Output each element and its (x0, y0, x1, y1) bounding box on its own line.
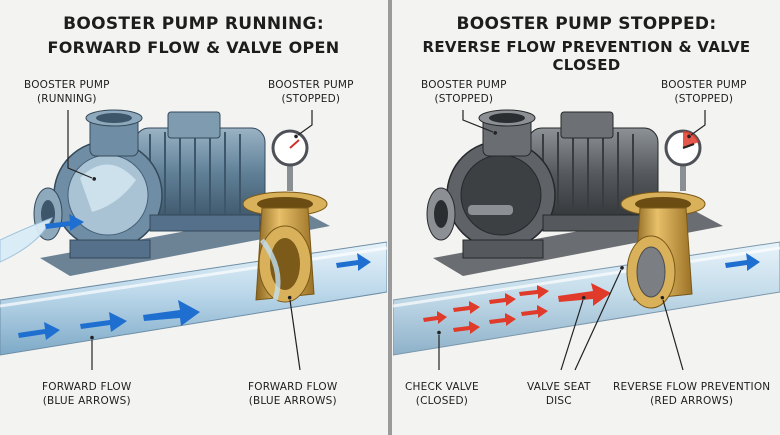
flow-arrow-icon (725, 253, 760, 271)
label-text: DISC (545, 395, 572, 407)
pressure-gauge-icon (664, 129, 702, 191)
label-text: BOOSTER PUMP (268, 79, 354, 91)
leader-lines (67, 110, 313, 371)
flow-arrow-icon (45, 214, 84, 231)
label-text: (RED ARROWS) (650, 395, 734, 407)
booster-pump-icon (33, 109, 266, 259)
check-valve-icon (620, 191, 706, 309)
label-text: BOOSTER PUMP (24, 79, 110, 91)
label-booster-pump-stopped: BOOSTER PUMP (STOPPED) (421, 78, 507, 106)
flow-arrow-icon (453, 301, 480, 314)
label-gauge-booster-pump-stopped: BOOSTER PUMP (STOPPED) (661, 78, 747, 106)
label-booster-pump-stopped: BOOSTER PUMP (STOPPED) (268, 78, 354, 106)
label-text: (CLOSED) (415, 395, 469, 407)
panel-divider (388, 0, 392, 435)
label-forward-flow-right: FORWARD FLOW (BLUE ARROWS) (248, 380, 337, 408)
label-text: (STOPPED) (281, 93, 341, 105)
label-forward-flow-left: FORWARD FLOW (BLUE ARROWS) (42, 380, 131, 408)
water-splash (0, 217, 53, 263)
label-valve-seat-disc: VALVE SEAT DISC (527, 380, 591, 408)
label-text: BOOSTER PUMP (661, 79, 747, 91)
forward-flow-arrows (18, 214, 371, 340)
booster-pump-icon (426, 109, 659, 259)
flow-arrow-icon (423, 311, 447, 324)
flow-arrow-icon (558, 283, 611, 306)
label-text: FORWARD FLOW (248, 381, 338, 393)
left-title-line-1: BOOSTER PUMP RUNNING: (63, 14, 324, 34)
flow-arrow-icon (143, 300, 200, 326)
label-reverse-flow-prevention: REVERSE FLOW PREVENTION (RED ARROWS) (613, 380, 770, 408)
label-booster-pump-running: BOOSTER PUMP (RUNNING) (24, 78, 110, 106)
left-title-line-2: FORWARD FLOW & VALVE OPEN (47, 38, 340, 57)
forward-flow-arrows (725, 253, 760, 271)
leader-lines (437, 110, 706, 371)
pressure-gauge-icon (271, 129, 309, 191)
flow-arrow-icon (489, 313, 516, 326)
check-valve-icon (242, 191, 328, 303)
right-title-line-2: REVERSE FLOW PREVENTION & VALVE CLOSED (422, 38, 751, 74)
pump-stopped-illustration (393, 109, 780, 371)
label-text: CHECK VALVE (405, 381, 479, 393)
flow-arrow-icon (521, 305, 548, 318)
panel-pump-running: BOOSTER PUMP RUNNING: FORWARD FLOW & VAL… (0, 0, 387, 435)
pump-running-illustration (0, 109, 387, 371)
label-text: (STOPPED) (674, 93, 734, 105)
valve-disc (636, 246, 666, 298)
label-text: (BLUE ARROWS) (42, 395, 131, 407)
label-text: REVERSE FLOW PREVENTION (613, 381, 771, 393)
reverse-flow-arrows (423, 283, 611, 334)
label-text: FORWARD FLOW (42, 381, 132, 393)
label-text: (RUNNING) (36, 93, 97, 105)
flow-arrow-icon (489, 293, 516, 306)
label-text: VALVE SEAT (527, 381, 591, 393)
label-text: (STOPPED) (434, 93, 494, 105)
flow-arrow-icon (336, 253, 371, 271)
label-text: (BLUE ARROWS) (248, 395, 337, 407)
panel-pump-stopped: BOOSTER PUMP STOPPED: REVERSE FLOW PREVE… (393, 0, 780, 435)
flow-arrow-icon (80, 312, 127, 332)
right-title-line-1: BOOSTER PUMP STOPPED: (456, 14, 717, 34)
label-text: BOOSTER PUMP (421, 79, 507, 91)
flow-arrow-icon (519, 285, 549, 299)
label-check-valve: CHECK VALVE (CLOSED) (405, 380, 479, 408)
flow-arrow-icon (18, 322, 60, 340)
flow-arrow-icon (453, 321, 480, 334)
